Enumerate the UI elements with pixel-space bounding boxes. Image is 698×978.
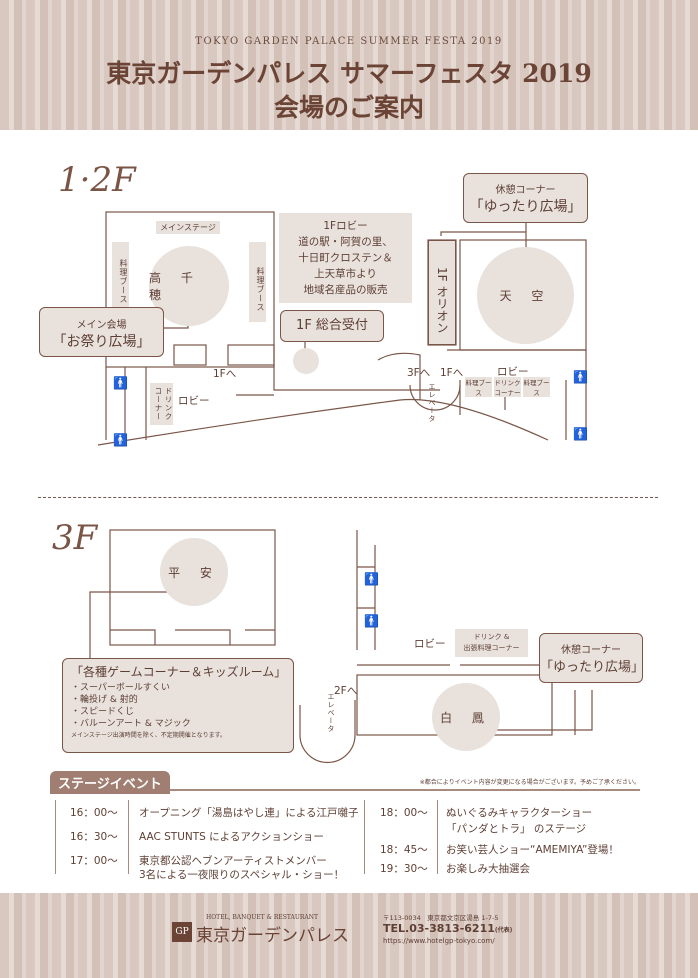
rest-corner-name: 「ゆったり広場」 bbox=[540, 660, 645, 675]
restroom-icon: 🚹 bbox=[113, 376, 128, 390]
event-text: お楽しみ大抽選会 bbox=[446, 863, 530, 875]
drink-small: ドリンクコーナー bbox=[494, 377, 521, 397]
room-heian: 平 安 bbox=[160, 538, 228, 606]
logo-mark: GP bbox=[172, 922, 192, 942]
stage-events-title: ステージイベント bbox=[50, 771, 170, 794]
to-1f-label: 1Fへ bbox=[213, 368, 237, 380]
event-text-2: 「パンダとトラ」 のステージ bbox=[446, 823, 587, 835]
lobby-line: 上天草市より bbox=[314, 268, 377, 280]
floor-label-3f: 3F bbox=[52, 518, 98, 558]
game-corner-callout: 「各種ゲームコーナー＆キッズルーム」 ・スーパーボールすくい ・輪投げ & 射的… bbox=[62, 658, 294, 753]
lobby-line: 道の駅・阿賀の里、 bbox=[298, 236, 393, 248]
game-corner-title: 「各種ゲームコーナー＆キッズルーム」 bbox=[71, 665, 287, 679]
event-text: オープニング「湯島はやし連」による江戸囃子 bbox=[139, 807, 359, 819]
phone-number: TEL.03-3813-6211 bbox=[383, 922, 495, 935]
drink-corner: ドリンクコーナー bbox=[150, 383, 173, 425]
event-text: AAC STUNTS によるアクションショー bbox=[139, 831, 324, 843]
lobby-line: 地域名産品の販売 bbox=[303, 284, 388, 296]
event-time: 19：30～ bbox=[380, 863, 428, 875]
game-item: ・スピードくじ bbox=[71, 707, 135, 717]
event-text-2: 3名による一夜限りのスペシャル・ショー！ bbox=[139, 869, 345, 881]
reception-label: 1F 総合受付 bbox=[280, 310, 384, 342]
game-item: ・輪投げ & 射的 bbox=[71, 695, 138, 705]
lobby-line: 1Fロビー bbox=[323, 220, 368, 232]
floor-label-12f: 1·2F bbox=[58, 160, 136, 200]
stage-events-header: ステージイベント ※都合によりイベント内容が変更になる場合がございます。予めご了… bbox=[50, 771, 640, 794]
divider bbox=[55, 800, 56, 874]
hotel-name-logo: 東京ガーデンパレス bbox=[196, 926, 349, 946]
lobby-label-3f: ロビー bbox=[414, 638, 446, 650]
booth-small: 料理ブース bbox=[523, 377, 550, 397]
event-text: ぬいぐるみキャラクターショー bbox=[446, 807, 593, 819]
drink-catering-corner: ドリンク & 出張料理コーナー bbox=[455, 629, 528, 657]
rest-corner-3f: 休憩コーナー 「ゆったり広場」 bbox=[539, 633, 645, 683]
divider bbox=[364, 800, 365, 874]
rest-corner-sub: 休憩コーナー bbox=[495, 185, 556, 196]
event-time: 17：00～ bbox=[70, 855, 118, 867]
to-2f-label: 2Fへ bbox=[334, 685, 358, 697]
to-3f-label: 3Fへ bbox=[407, 367, 431, 379]
room-tenku: 天 空 bbox=[477, 247, 574, 344]
phone: TEL.03-3813-6211(代表) bbox=[383, 922, 512, 935]
to-1f-label-right: 1Fへ bbox=[440, 367, 464, 379]
cooking-booth-left: 料理ブース bbox=[112, 242, 129, 307]
elevator-label-3f: エレベータ bbox=[327, 693, 335, 733]
drink-corner-line: ドリンク & bbox=[473, 633, 510, 641]
lobby-label: ロビー bbox=[178, 395, 210, 407]
rest-corner-12f: 休憩コーナー 「ゆったり広場」 bbox=[463, 173, 588, 223]
phone-note: (代表) bbox=[494, 927, 513, 934]
restroom-icon: 🚹 bbox=[364, 572, 379, 586]
header-banner: TOKYO GARDEN PALACE SUMMER FESTA 2019 東京… bbox=[0, 0, 698, 130]
event-text: お笑い芸人ショー“AMEMIYA”登場！ bbox=[446, 844, 619, 856]
event-time: 16：00～ bbox=[70, 807, 118, 819]
game-corner-note: メインステージ出演時間を除く、不定期開催となります。 bbox=[71, 732, 226, 739]
lobby-line: 十日町クロステン＆ bbox=[298, 252, 393, 264]
lobby-1f-sales: 1Fロビー 道の駅・阿賀の里、 十日町クロステン＆ 上天草市より 地域名産品の販… bbox=[279, 213, 412, 303]
booth-small: 料理ブース bbox=[465, 377, 492, 397]
event-subtitle: TOKYO GARDEN PALACE SUMMER FESTA 2019 bbox=[195, 36, 503, 47]
game-item: ・バルーンアート & マジック bbox=[71, 719, 191, 729]
room-orion: 1F オリオン bbox=[428, 240, 456, 345]
stage-events-note: ※都合によりイベント内容が変更になる場合がございます。予めご了承ください。 bbox=[419, 779, 640, 786]
restroom-icon: 🚹 bbox=[573, 370, 588, 384]
room-hakuho: 白 鳳 bbox=[432, 683, 500, 751]
rest-corner-sub: 休憩コーナー bbox=[561, 645, 621, 656]
hotel-tagline: HOTEL, BANQUET & RESTAURANT bbox=[206, 914, 319, 921]
event-time: 18：45～ bbox=[380, 844, 428, 856]
address: 〒113-0034 東京都文京区湯島 1-7-5 bbox=[383, 914, 499, 922]
restroom-icon: 🚹 bbox=[573, 427, 588, 441]
rest-corner-name: 「ゆったり広場」 bbox=[469, 199, 582, 215]
reception-marker bbox=[293, 348, 319, 374]
main-venue-callout: メイン会場 「お祭り広場」 bbox=[39, 307, 164, 357]
divider bbox=[437, 800, 438, 874]
main-venue-sub: メイン会場 bbox=[76, 320, 127, 331]
page-title: 東京ガーデンパレス サマーフェスタ 2019 bbox=[106, 59, 592, 88]
event-text: 東京都公認ヘブンアーティストメンバー bbox=[139, 855, 327, 867]
website-link[interactable]: https://www.hotelgp-tokyo.com/ bbox=[383, 937, 495, 945]
event-time: 18：00～ bbox=[380, 807, 428, 819]
main-stage-label: メインステージ bbox=[156, 221, 220, 234]
restroom-icon: 🚹 bbox=[113, 433, 128, 447]
event-time: 16：30～ bbox=[70, 831, 118, 843]
footer: HOTEL, BANQUET & RESTAURANT GP 東京ガーデンパレス… bbox=[0, 893, 698, 978]
cooking-booth-right: 料理ブース bbox=[249, 242, 266, 322]
main-venue-name: 「お祭り広場」 bbox=[52, 334, 151, 350]
game-item: ・スーパーボールすくい bbox=[71, 683, 170, 693]
floor-divider bbox=[38, 497, 658, 498]
divider bbox=[128, 800, 129, 874]
lobby-label-right: ロビー bbox=[497, 366, 529, 378]
elevator-label: エレベータ bbox=[428, 383, 436, 423]
drink-corner-line: 出張料理コーナー bbox=[463, 644, 520, 652]
page-title-line2: 会場のご案内 bbox=[273, 93, 424, 122]
restroom-icon: 🚹 bbox=[364, 614, 379, 628]
